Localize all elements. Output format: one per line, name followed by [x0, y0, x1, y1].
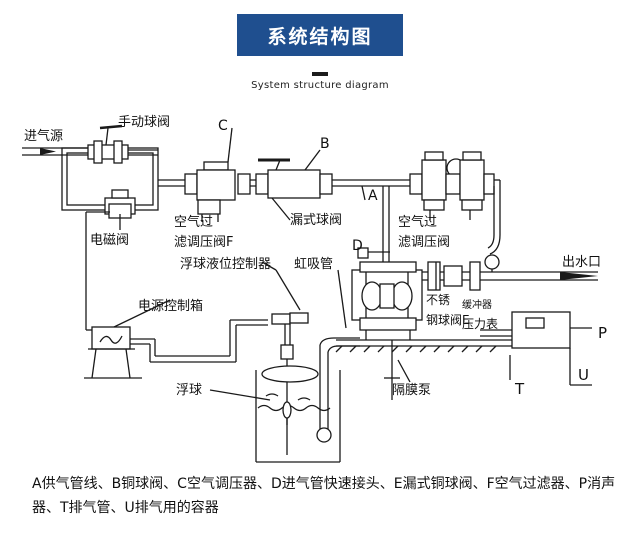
air-regulator-c	[184, 127, 251, 222]
label-stainless-2: 钢球阀E	[426, 313, 470, 327]
label-b: B	[320, 136, 330, 152]
label-t: T	[514, 380, 525, 398]
label-pressure-gauge: 压力表	[462, 317, 498, 331]
label-u: U	[578, 366, 589, 384]
label-diaphragm-pump: 隔膜泵	[392, 383, 431, 398]
title-banner: 系统结构图	[237, 14, 403, 56]
label-p: P	[598, 324, 607, 342]
air-filter-regulator-right	[409, 151, 501, 255]
supply-line-a	[332, 179, 410, 201]
label-solenoid-valve: 电磁阀	[90, 233, 129, 248]
outlet-pipeline	[422, 254, 598, 291]
label-power-box: 电源控制箱	[138, 298, 203, 314]
page-subtitle: System structure diagram	[251, 80, 389, 91]
label-air-source: 进气源	[24, 128, 63, 144]
label-manual-ball-valve: 手动球阀	[118, 115, 170, 130]
label-float-ball: 浮球	[176, 383, 202, 398]
control-wiring	[85, 211, 268, 363]
label-c: C	[218, 118, 228, 134]
leak-ball-valve-b	[250, 149, 333, 221]
label-leak-ball-valve: 漏式球阀	[290, 212, 342, 228]
label-stainless-1: 不锈	[426, 293, 450, 307]
label-float-controller: 浮球液位控制器	[180, 257, 271, 272]
solenoid-valve	[104, 189, 136, 230]
page-title: 系统结构图	[267, 25, 373, 48]
legend-caption: A供气管线、B铜球阀、C空气调压器、D进气管快速接头、E漏式铜球阀、F空气过滤器…	[32, 476, 616, 516]
label-filter-f-2: 滤调压阀F	[174, 235, 233, 250]
label-water-outlet: 出水口	[562, 255, 601, 270]
leader-lines	[113, 261, 411, 401]
air-supply-pipe	[22, 147, 185, 211]
label-filter-1: 空气过	[398, 214, 437, 230]
label-buffer: 缓冲器	[462, 298, 492, 311]
label-siphon-pipe: 虹吸管	[294, 257, 333, 272]
manual-ball-valve	[87, 124, 129, 164]
label-a: A	[368, 188, 378, 204]
system-structure-diagram: 进气源 手动球阀 电磁阀 C B A 空气过 滤调压阀F 漏式球阀 空气过 滤调…	[22, 115, 607, 463]
float-level-controller	[271, 269, 309, 455]
exhaust-container	[480, 311, 592, 386]
title-divider	[312, 72, 328, 76]
label-d: D	[352, 238, 363, 254]
liquid-tank	[255, 365, 341, 463]
power-control-box	[84, 326, 142, 379]
label-filter-f-1: 空气过	[174, 214, 213, 230]
siphon-pipe	[316, 269, 360, 443]
label-filter-2: 滤调压阀	[398, 235, 450, 250]
ground-line	[335, 339, 520, 353]
diaphragm-pump	[351, 186, 423, 400]
